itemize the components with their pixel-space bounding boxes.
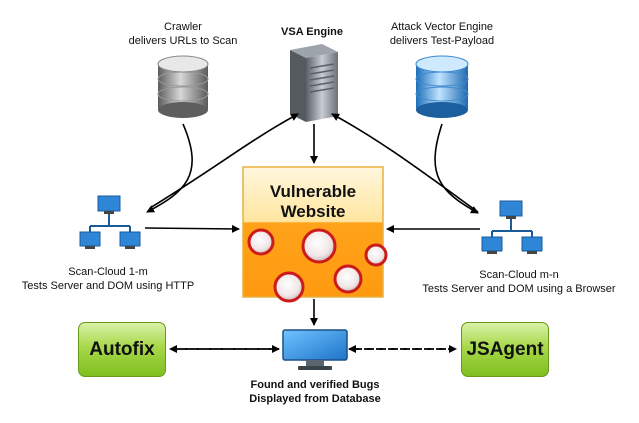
network-computers-icon [79, 195, 141, 249]
bug-circle [247, 228, 275, 256]
bug-circles [247, 228, 388, 303]
scan-cloud-left-line1: Scan-Cloud 1-m [68, 266, 148, 278]
arrows [144, 113, 480, 326]
vsa-engine-label: VSA Engine [281, 26, 343, 38]
arrow-attack-to-scan-right [434, 123, 479, 214]
scan-cloud-left-label: Scan-Cloud 1-m Tests Server and DOM usin… [10, 265, 206, 293]
website-title: Vulnerable Website [243, 182, 383, 222]
arrow-scan-right-to-vsa [331, 113, 479, 213]
bugs-line2: Displayed from Database [249, 393, 381, 405]
scan-cloud-left-line2: Tests Server and DOM using HTTP [21, 280, 195, 292]
autofix-box: Autofix [78, 322, 166, 377]
arrow-scan-left-to-vsa [149, 113, 299, 209]
website-line2: Website [280, 202, 346, 221]
website-line1: Vulnerable [269, 182, 357, 201]
scan-cloud-right-line1: Scan-Cloud m-n [479, 269, 559, 281]
attack-vector-line2: delivers Test-Payload [389, 35, 495, 47]
bug-circle [364, 243, 388, 267]
crawler-line1: Crawler [164, 21, 202, 33]
bugs-line1: Found and verified Bugs [250, 379, 380, 391]
crawler-line2: delivers URLs to Scan [128, 35, 238, 47]
scan-cloud-right-label: Scan-Cloud m-n Tests Server and DOM usin… [405, 268, 633, 296]
monitor-icon [282, 329, 348, 370]
bug-circle [333, 264, 363, 294]
database-gray-icon [157, 55, 209, 118]
jsagent-box: JSAgent [461, 322, 549, 377]
scan-cloud-right-line2: Tests Server and DOM using a Browser [422, 283, 616, 295]
bug-circle [301, 228, 337, 264]
attack-vector-line1: Attack Vector Engine [390, 21, 494, 33]
bugs-label: Found and verified Bugs Displayed from D… [215, 378, 415, 406]
database-blue-icon [415, 55, 469, 118]
bug-circle [273, 271, 305, 303]
arrow-crawler-to-scan-left [146, 123, 193, 213]
arrow-scan-left-to-website [144, 224, 240, 233]
attack-vector-label: Attack Vector Engine delivers Test-Paylo… [378, 20, 506, 48]
server-tower-icon [290, 44, 338, 122]
network-computers-icon [481, 200, 543, 254]
crawler-label: Crawler delivers URLs to Scan [120, 20, 246, 48]
